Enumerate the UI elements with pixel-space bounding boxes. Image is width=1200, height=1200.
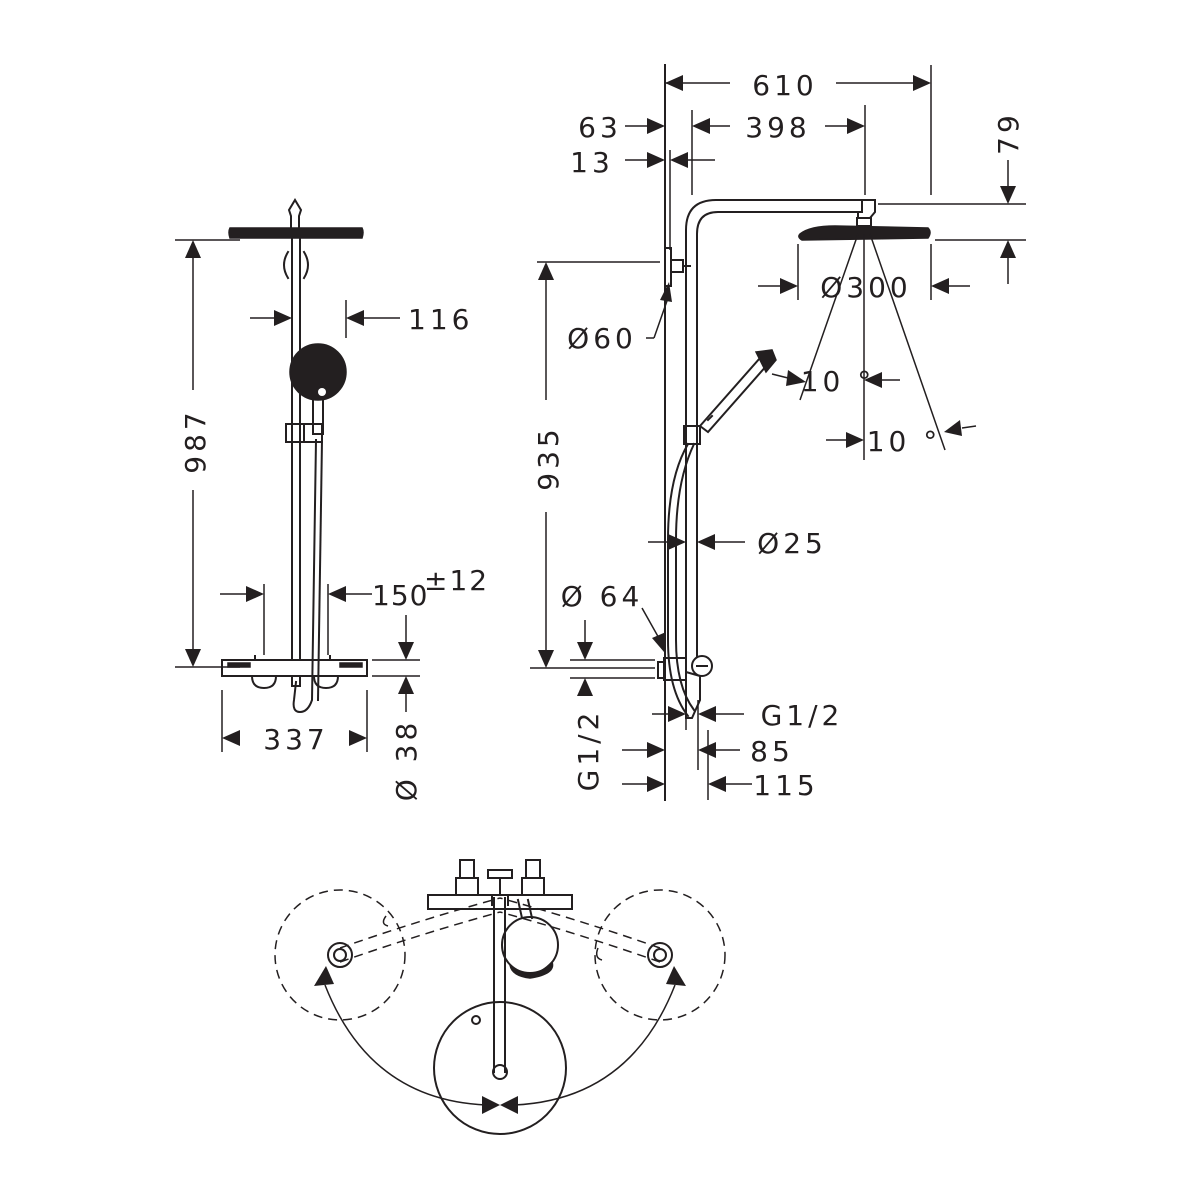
dim-tilt-lower: 10 ° — [867, 425, 942, 458]
dim-height-987: 987 — [179, 408, 212, 473]
shower-head-side — [798, 225, 931, 241]
dim-riser-935: 935 — [532, 425, 565, 490]
dim-head-300: Ø300 — [820, 271, 911, 304]
swing-circle-right — [594, 889, 726, 1021]
head-connector-front — [287, 198, 303, 229]
shower-head-front — [228, 227, 364, 239]
front-view: 987 116 150 ±12 337 Ø 38 — [175, 198, 489, 802]
dim-width-337: 337 — [263, 723, 328, 756]
riser-ring-front — [283, 250, 290, 280]
swing-arc-right — [513, 984, 676, 1106]
side-view: 610 63 398 13 79 Ø60 — [530, 64, 1026, 802]
handshower-handle-front — [312, 397, 324, 435]
dim-gap-13: 13 — [570, 146, 614, 179]
dim-diameter-38: Ø 38 — [390, 719, 423, 802]
dim-spacing-150: 150 — [372, 579, 428, 612]
handshower-side — [698, 356, 770, 434]
dim-arm-398: 398 — [745, 111, 810, 144]
dim-mixer-64: Ø 64 — [561, 580, 644, 613]
wall-connector-left — [250, 674, 278, 690]
mixer-top-view — [427, 894, 573, 910]
slider-side — [683, 425, 701, 445]
dim-flange-60: Ø60 — [567, 322, 637, 355]
swing-circle-left — [274, 889, 406, 1021]
head-circle-center — [433, 1001, 567, 1135]
dim-outlet-thread: G1/2 — [761, 699, 844, 732]
wall-connector-right — [312, 674, 340, 690]
swing-arc-left — [324, 984, 487, 1106]
dim-hose-25: Ø25 — [757, 527, 827, 560]
dim-depth-85: 85 — [750, 735, 794, 768]
top-view — [274, 859, 726, 1135]
dim-drop-79: 79 — [992, 111, 1025, 155]
hose-front — [292, 438, 318, 714]
dim-inlet-thread: G1/2 — [572, 709, 605, 792]
dim-depth-115: 115 — [753, 769, 818, 802]
dim-handshower-116: 116 — [408, 303, 473, 336]
dim-tolerance: ±12 — [424, 564, 489, 597]
dim-offset-63: 63 — [578, 111, 622, 144]
handshower-top-view — [501, 916, 559, 974]
dim-projection-610: 610 — [752, 69, 817, 102]
dim-tilt-upper: 10 ° — [801, 365, 876, 398]
riser-arm-side — [685, 199, 866, 661]
handshower-head-front — [289, 343, 347, 401]
